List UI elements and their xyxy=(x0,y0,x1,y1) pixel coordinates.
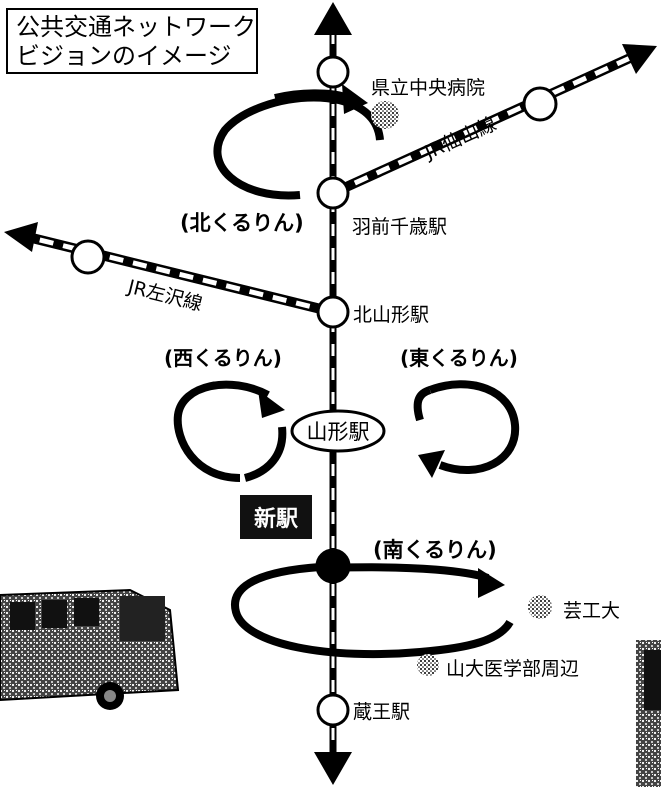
station-circle-icon xyxy=(70,239,106,275)
title-line-2: ビジョンのイメージ xyxy=(16,42,232,70)
senzan-line xyxy=(330,53,633,198)
station-label-yamagata: 山形駅 xyxy=(306,420,370,444)
station-label-kitayamagata: 北山形駅 xyxy=(353,304,430,326)
new-station-marker xyxy=(315,548,351,584)
yamagata-station-ellipse xyxy=(290,409,386,453)
station-markers xyxy=(70,55,558,727)
title-line-1: 公共交通ネットワーク xyxy=(16,13,256,41)
station-label-sandai: 山大医学部周辺 xyxy=(446,658,580,680)
station-label-hasaki: 羽前千歳駅 xyxy=(352,216,448,238)
east-loop xyxy=(413,380,520,478)
bus-photo-icon xyxy=(0,578,183,722)
west-loop xyxy=(173,380,287,482)
station-label-new: 新駅 xyxy=(240,495,312,539)
south-loop xyxy=(231,563,514,659)
station-label-hospital: 県立中央病院 xyxy=(371,77,486,99)
station-label-zao: 蔵王駅 xyxy=(353,701,411,723)
station-circle-icon xyxy=(316,693,350,727)
station-circle-icon xyxy=(316,295,350,329)
loop-label-south: (南くるりん) xyxy=(373,538,497,562)
destination-dot-icon xyxy=(371,101,399,129)
loop-label-east: (東くるりん) xyxy=(400,346,518,370)
destination-dot-icon xyxy=(417,654,439,676)
loop-label-west: (西くるりん) xyxy=(164,346,282,370)
senzan-line-arrow xyxy=(622,44,657,74)
main-line-south-arrow xyxy=(314,752,352,785)
station-circle-icon xyxy=(522,86,558,122)
station-label-geikodai: 芸工大 xyxy=(563,600,621,622)
station-circle-icon xyxy=(316,176,350,210)
bus-photo-icon xyxy=(636,640,661,787)
loop-label-north: (北くるりん) xyxy=(180,211,304,235)
diagram-title: 公共交通ネットワーク ビジョンのイメージ xyxy=(6,8,258,74)
north-loop xyxy=(213,84,384,200)
station-circle-icon xyxy=(316,55,350,89)
destination-dot-icon xyxy=(528,595,552,619)
sazawa-line-arrow xyxy=(4,222,38,252)
main-line-north-arrow xyxy=(314,2,352,35)
